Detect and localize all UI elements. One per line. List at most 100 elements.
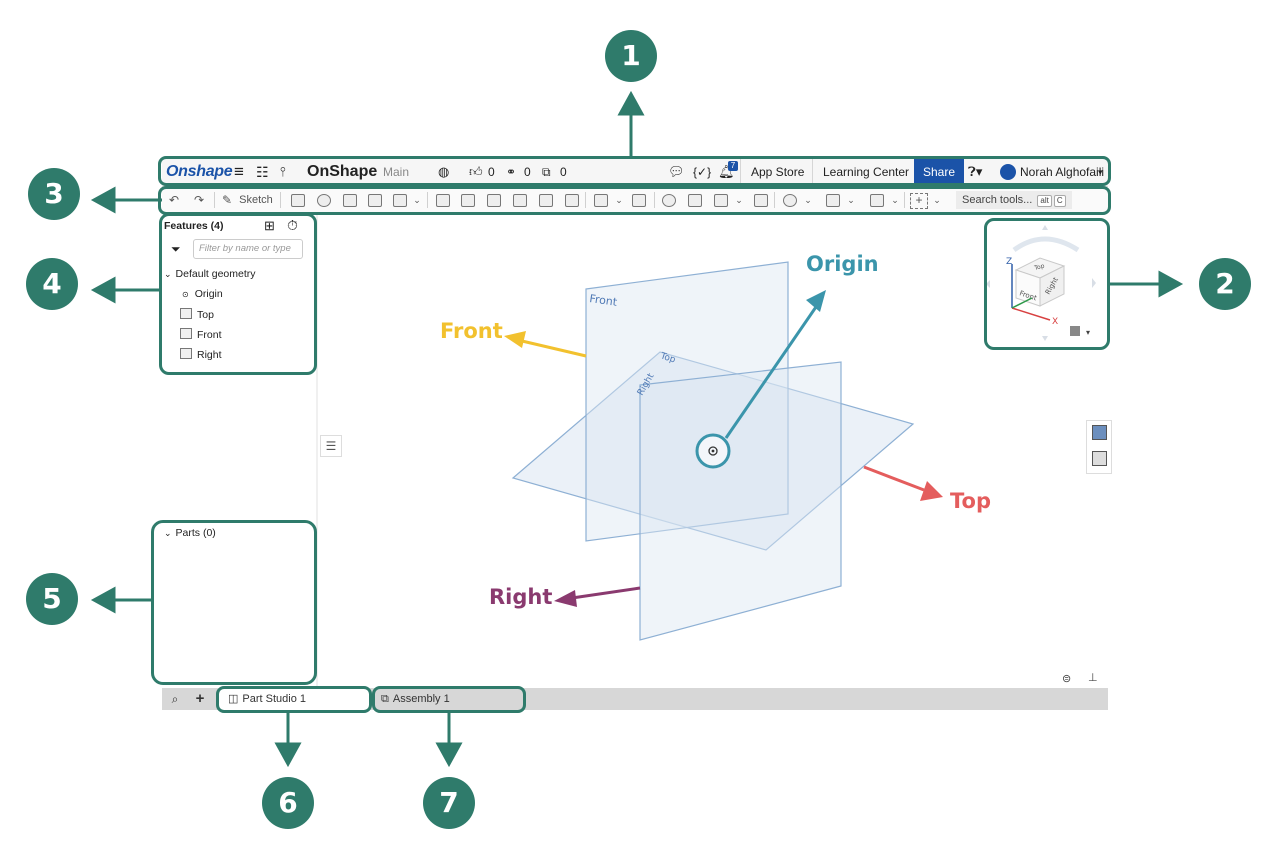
- loft-icon[interactable]: [368, 194, 382, 207]
- tab-part-studio-label: Part Studio 1: [242, 693, 306, 705]
- view-tools-panel: [1086, 420, 1112, 474]
- shortcut-alt: alt: [1037, 195, 1052, 207]
- sheet-metal-icon[interactable]: [870, 194, 884, 207]
- feature-origin[interactable]: ⊙Origin: [182, 288, 223, 300]
- default-geometry-group[interactable]: ⌄Default geometry: [164, 268, 256, 280]
- shortcut-c: C: [1053, 195, 1066, 207]
- draft-icon[interactable]: [487, 194, 501, 207]
- callout-7: 7: [423, 777, 475, 829]
- boolean-icon[interactable]: [662, 194, 676, 207]
- callout-2: 2: [1199, 258, 1251, 310]
- cube-face-top[interactable]: Top: [1033, 263, 1046, 273]
- collapse-panel-icon[interactable]: ☰: [320, 435, 342, 457]
- branch-name[interactable]: Main: [383, 165, 410, 179]
- comments-icon[interactable]: 💬︎: [668, 164, 685, 179]
- appearance-chevron-icon[interactable]: ⌄: [804, 195, 812, 205]
- hole-icon[interactable]: [565, 194, 579, 207]
- plane-icon: [180, 328, 192, 339]
- parts-header[interactable]: ⌄Parts (0): [164, 527, 216, 539]
- view-cube[interactable]: Z X Top Front Right ▾: [986, 220, 1108, 348]
- more-solid-chevron-icon[interactable]: ⌄: [413, 195, 421, 205]
- sweep-icon[interactable]: [343, 194, 357, 207]
- tab-part-studio[interactable]: ◫Part Studio 1: [218, 688, 370, 710]
- sketch-button[interactable]: Sketch: [239, 194, 273, 206]
- rollback-timer-icon[interactable]: ⏱︎: [287, 217, 298, 233]
- view-options-icon[interactable]: [1070, 326, 1080, 336]
- help-icon[interactable]: ❓︎▾: [968, 164, 983, 179]
- add-folder-icon[interactable]: ⊞: [264, 218, 275, 233]
- fillet-icon[interactable]: [436, 194, 450, 207]
- hamburger-icon[interactable]: ≡: [234, 162, 244, 181]
- pattern-chevron-icon[interactable]: ⌄: [615, 195, 623, 205]
- delete-part-icon[interactable]: [754, 194, 768, 207]
- mate-connector-icon[interactable]: ⊜: [1062, 673, 1072, 685]
- chamfer-icon[interactable]: [461, 194, 475, 207]
- user-name[interactable]: Norah Alghofaili: [1020, 165, 1105, 179]
- redo-icon[interactable]: ↷: [193, 193, 205, 207]
- front-plane[interactable]: [585, 261, 789, 542]
- learning-center-button[interactable]: Learning Center: [812, 158, 919, 186]
- notifications-bell-icon[interactable]: 🔔︎7: [718, 158, 738, 186]
- plane-chevron-icon[interactable]: ⌄: [847, 195, 855, 205]
- highlight-parts-list: [151, 520, 317, 685]
- sketch-icon[interactable]: ✎: [221, 193, 233, 207]
- tab-assembly[interactable]: ⧉Assembly 1: [373, 688, 525, 710]
- feature-top[interactable]: Top: [180, 308, 214, 321]
- notifications-count: 7: [728, 161, 738, 171]
- feature-right-label: Right: [197, 349, 222, 361]
- callout-4: 4: [26, 258, 78, 310]
- section-view-icon[interactable]: [1092, 451, 1107, 466]
- custom-feature-chevron-icon[interactable]: ⌄: [933, 195, 941, 205]
- link-icon[interactable]: ⚭: [506, 165, 517, 179]
- feature-top-label: Top: [197, 309, 214, 321]
- feature-front[interactable]: Front: [180, 328, 222, 341]
- share-button[interactable]: Share: [914, 158, 965, 186]
- document-name[interactable]: OnShape: [307, 163, 378, 180]
- copy-icon[interactable]: ⧉: [542, 165, 551, 179]
- callout-1: 1: [605, 30, 657, 82]
- front-label: Front: [440, 319, 503, 343]
- shell-icon[interactable]: [539, 194, 553, 207]
- like-icon[interactable]: 👍︎: [469, 164, 483, 179]
- mirror-icon[interactable]: [632, 194, 646, 207]
- chevron-down-icon: ⌄: [164, 528, 172, 538]
- plane-icon: [180, 308, 192, 319]
- release-icon[interactable]: {✓}: [693, 165, 712, 179]
- named-views-icon[interactable]: [1092, 425, 1107, 440]
- undo-icon[interactable]: ↶: [168, 193, 180, 207]
- origin-point[interactable]: [708, 446, 718, 456]
- user-menu-chevron-icon[interactable]: ▾: [1098, 167, 1103, 177]
- add-tab-icon[interactable]: +: [195, 690, 205, 707]
- split-icon[interactable]: [688, 194, 702, 207]
- onshape-logo[interactable]: Onshape: [166, 163, 233, 180]
- feature-list-toggle-icon[interactable]: ☷: [256, 164, 269, 180]
- transform-icon[interactable]: [714, 194, 728, 207]
- tab-manager-icon[interactable]: ⌕: [171, 692, 179, 706]
- axis-x-label: X: [1052, 317, 1058, 327]
- app-store-button[interactable]: App Store: [740, 158, 814, 186]
- feature-filter-input[interactable]: Filter by name or type: [193, 239, 303, 259]
- variables-icon[interactable]: ⫯: [280, 164, 286, 179]
- thicken-icon[interactable]: [393, 194, 407, 207]
- revolve-icon[interactable]: [317, 194, 331, 207]
- right-plane[interactable]: [639, 361, 842, 641]
- transform-chevron-icon[interactable]: ⌄: [735, 195, 743, 205]
- highlight-toolbar: [158, 186, 1111, 215]
- plane-icon[interactable]: [826, 194, 840, 207]
- top-plane-label: Top: [658, 351, 677, 366]
- filter-icon[interactable]: ⏷: [171, 242, 181, 256]
- globe-icon[interactable]: ◍: [438, 164, 450, 179]
- add-custom-feature-icon[interactable]: +: [910, 193, 928, 209]
- measure-icon[interactable]: ⊥: [1088, 672, 1098, 684]
- extrude-icon[interactable]: [291, 194, 305, 207]
- sheet-metal-chevron-icon[interactable]: ⌄: [891, 195, 899, 205]
- linear-pattern-icon[interactable]: [594, 194, 608, 207]
- appearance-icon[interactable]: [783, 194, 797, 207]
- feature-right[interactable]: Right: [180, 348, 222, 361]
- user-avatar-icon[interactable]: [1000, 158, 1016, 186]
- likes-count: 0: [488, 165, 495, 179]
- rib-icon[interactable]: [513, 194, 527, 207]
- callout-6: 6: [262, 777, 314, 829]
